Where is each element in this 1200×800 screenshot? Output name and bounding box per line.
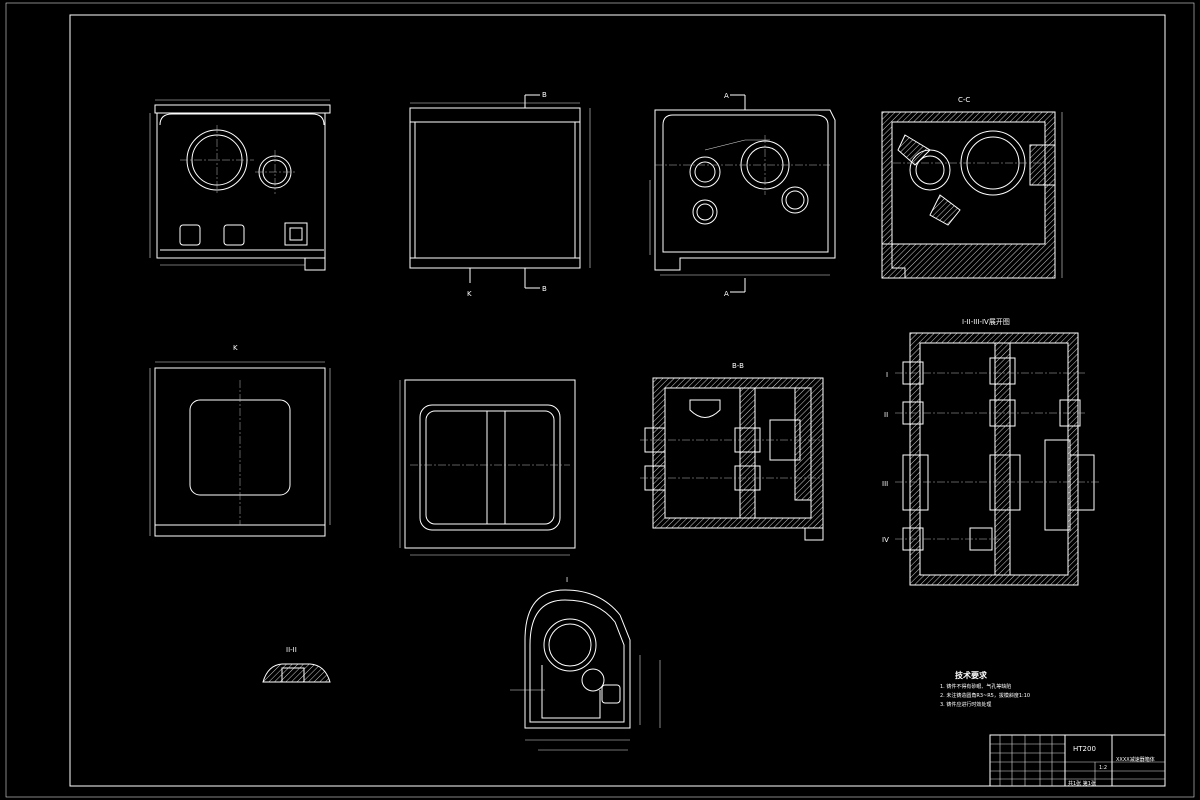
view-i-bracket — [510, 589, 661, 751]
label-section-bb: B-B — [732, 362, 744, 370]
roman-i: I — [886, 371, 888, 379]
marker-b-top: B — [542, 91, 547, 99]
small-section — [262, 663, 331, 683]
marker-b-bottom: B — [542, 285, 547, 293]
title-material: HT200 — [1073, 745, 1096, 753]
title-drawing-name: XXXX减速器箱体 — [1116, 756, 1155, 763]
note-2: 2. 未注铸造圆角R3~R5，拔模斜度1:10 — [940, 692, 1030, 699]
technical-notes: 技术要求 1. 铸件不得有砂眼、气孔等缺陷 2. 未注铸造圆角R3~R5，拔模斜… — [940, 670, 1030, 708]
label-small-section: II-II — [286, 646, 297, 654]
front-view-with-bearings — [649, 94, 836, 293]
marker-a-top: A — [724, 92, 729, 100]
label-unfolded: I-II-III-IV展开图 — [962, 318, 1010, 326]
roman-iv: IV — [882, 536, 889, 544]
marker-a-bottom: A — [724, 290, 729, 298]
note-3: 3. 铸件应进行时效处理 — [940, 701, 991, 708]
title-block: HT200 XXXX减速器箱体 1:2 共1张 第1张 — [989, 734, 1166, 787]
drawing-frame — [69, 14, 1166, 787]
marker-k: K — [467, 290, 472, 298]
unfolded-section — [895, 332, 1100, 586]
label-section-cc: C-C — [958, 96, 970, 104]
section-b-b — [640, 377, 824, 541]
top-view-box — [399, 379, 576, 556]
notes-title: 技术要求 — [955, 670, 988, 680]
sheet-border — [5, 2, 1195, 798]
roman-iii: III — [882, 480, 888, 488]
front-view-top-left — [149, 99, 331, 271]
view-k — [149, 361, 331, 537]
note-1: 1. 铸件不得有砂眼、气孔等缺陷 — [940, 683, 1011, 690]
title-scale: 1:2 — [1099, 765, 1107, 771]
roman-ii: II — [884, 411, 888, 419]
section-c-c — [881, 111, 1063, 279]
label-view-i: I — [566, 576, 568, 584]
label-view-k: K — [233, 344, 238, 352]
side-view-top — [409, 94, 591, 289]
title-sheet: 共1张 第1张 — [1068, 780, 1096, 787]
